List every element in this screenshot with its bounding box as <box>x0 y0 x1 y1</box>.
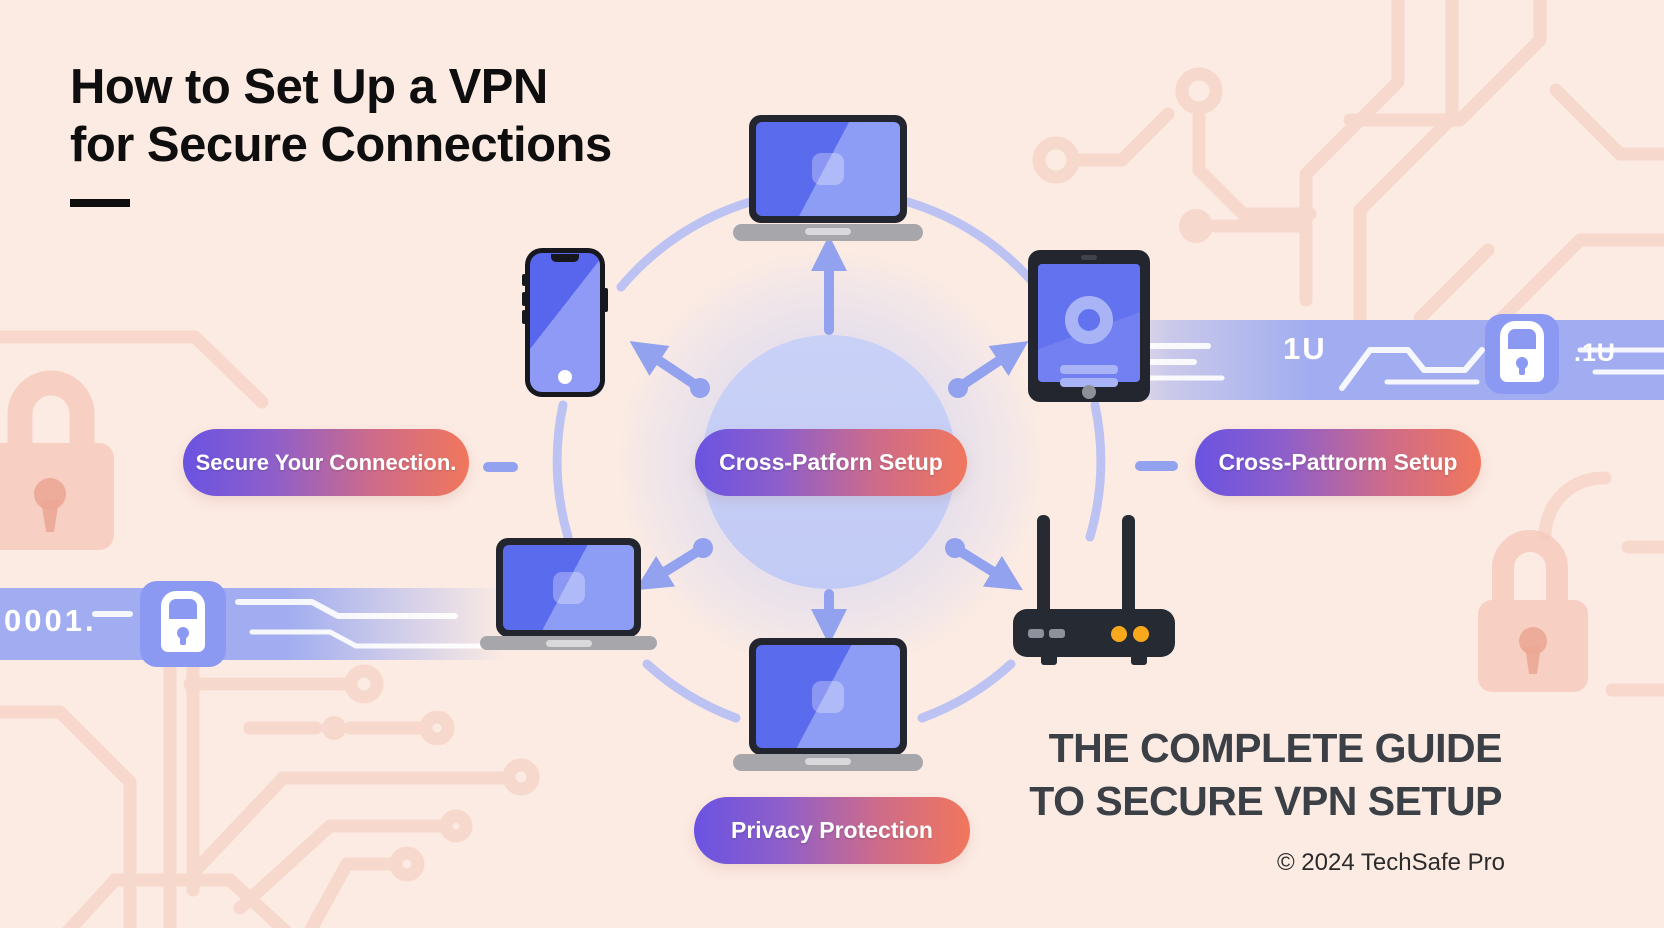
wifi-router-icon <box>1013 515 1175 665</box>
phone-button <box>522 310 526 324</box>
laptop-screen <box>749 115 907 223</box>
pill-label: Cross-Pattrorm Setup <box>1218 449 1458 475</box>
circuit-trace-decor <box>1097 343 1664 391</box>
footer-heading-line-2: TO SECURE VPN SETUP <box>1029 778 1502 824</box>
hub-arrows <box>483 235 1178 645</box>
phone-home-dot <box>558 370 572 384</box>
laptop-icon-top <box>733 115 923 241</box>
arrow-up-left <box>629 341 705 393</box>
laptop-icon-bottom <box>733 638 923 771</box>
laptop-display <box>756 122 900 216</box>
router-led <box>1133 626 1149 642</box>
pill-label: Secure Your Connection. <box>195 449 457 475</box>
pill-label: Privacy Protection <box>731 817 933 843</box>
label-pill-secure-connection: Secure Your Connection. <box>183 429 469 496</box>
device-ring-arcs <box>552 197 1106 723</box>
binary-code-text: 0001. <box>4 603 97 638</box>
pill-label: Cross-Patforn Setup <box>719 449 943 475</box>
lock-badge <box>1485 314 1559 394</box>
router-antenna <box>1122 515 1135 617</box>
label-pill-privacy-protection: Privacy Protection <box>694 797 970 864</box>
circuit-trace-decor <box>92 599 493 649</box>
label-pill-cross-platform-center: Cross-Patforn Setup <box>695 429 967 496</box>
footer-heading-line-1: THE COMPLETE GUIDE <box>1048 725 1503 771</box>
app-icon <box>812 153 844 185</box>
phone-notch <box>551 254 579 262</box>
lock-watermark-left <box>0 370 114 550</box>
title-line-1: How to Set Up a VPN <box>70 60 548 114</box>
encrypted-tunnel-banner-left: 0001. <box>0 581 520 667</box>
router-port <box>1049 629 1065 638</box>
page-title: How to Set Up a VPN for Secure Connectio… <box>70 58 612 174</box>
laptop-display <box>503 545 634 630</box>
app-icon <box>552 571 585 604</box>
tablet-text-bar <box>1060 378 1118 387</box>
router-body <box>1013 609 1175 657</box>
tablet-display <box>1038 264 1140 387</box>
lock-icon <box>161 612 205 652</box>
tablet-text-bar <box>1060 365 1118 374</box>
router-foot <box>1131 656 1147 665</box>
keyhole <box>177 627 189 645</box>
tablet-camera <box>1081 255 1097 260</box>
encrypted-tunnel-banner-right: 1U .1U <box>1090 314 1664 400</box>
laptop-base <box>733 754 923 771</box>
tablet-home-button <box>1082 385 1096 399</box>
router-led <box>1111 626 1127 642</box>
tablet-icon <box>1028 250 1150 402</box>
arrow-up-right <box>953 341 1029 393</box>
router-antenna <box>1037 515 1050 617</box>
title-underline <box>70 199 130 207</box>
laptop-screen <box>496 538 641 637</box>
keyhole <box>1516 357 1528 375</box>
title-line-2: for Secure Connections <box>70 118 612 172</box>
phone-display <box>530 253 600 392</box>
lock-watermark-bottom-right <box>1478 530 1588 692</box>
phone-button <box>522 292 526 306</box>
arrow-down-left <box>635 543 708 591</box>
label-pill-cross-platform-right: Cross-Pattrorm Setup <box>1195 429 1481 496</box>
binary-code-text: .1U <box>1574 339 1616 367</box>
phone-button <box>522 274 526 286</box>
app-icon <box>812 680 844 713</box>
router-port <box>1028 629 1044 638</box>
laptop-screen <box>749 638 907 755</box>
laptop-base <box>733 224 923 241</box>
lock-badge <box>140 581 226 667</box>
lock-icon <box>1500 342 1544 382</box>
router-foot <box>1041 656 1057 665</box>
laptop-base <box>480 636 657 650</box>
binary-code-text: 1U <box>1283 331 1327 366</box>
tablet-ring-graphic <box>1065 296 1113 344</box>
smartphone-icon <box>522 248 608 397</box>
phone-button <box>604 288 608 312</box>
copyright-text: © 2024 TechSafe Pro <box>1276 849 1505 876</box>
footer-heading: THE COMPLETE GUIDE TO SECURE VPN SETUP <box>1029 722 1502 828</box>
laptop-display <box>756 645 900 748</box>
laptop-icon-lower-left <box>480 538 657 650</box>
arrow-down-right <box>950 543 1023 591</box>
